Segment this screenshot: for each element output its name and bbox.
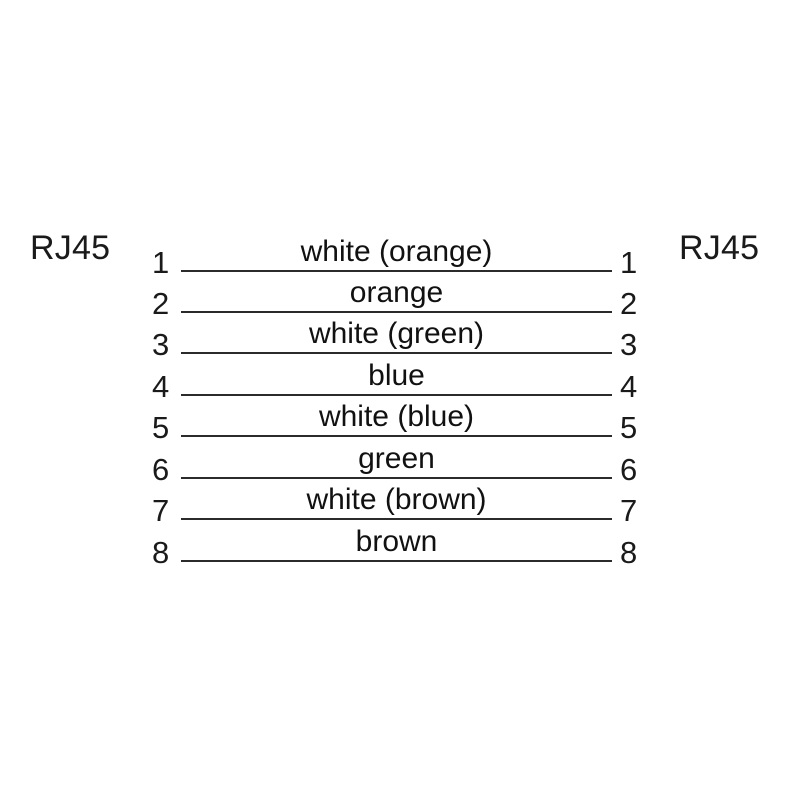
- pin-number-right: 7: [620, 493, 638, 528]
- pin-number-right: 3: [620, 327, 638, 362]
- pin-number-left: 4: [152, 369, 170, 404]
- pin-number-left: 2: [152, 286, 170, 321]
- wire-color-label: white (blue): [318, 400, 475, 433]
- wire-color-label: white (orange): [300, 235, 493, 268]
- wire-color-label: blue: [368, 359, 425, 392]
- connector-label-left: RJ45: [30, 229, 111, 267]
- pin-number-left: 7: [152, 493, 170, 528]
- wire-color-label: orange: [349, 276, 444, 309]
- pin-number-right: 5: [620, 410, 638, 445]
- pin-number-left: 3: [152, 327, 170, 362]
- wire-line: [181, 560, 612, 562]
- wire-line: [181, 518, 612, 520]
- pin-number-right: 4: [620, 369, 638, 404]
- wire-color-label: white (brown): [306, 483, 487, 516]
- pin-number-left: 8: [152, 535, 170, 570]
- wire-line: [181, 394, 612, 396]
- pin-number-right: 2: [620, 286, 638, 321]
- pin-number-right: 1: [620, 245, 638, 280]
- wire-color-label: green: [358, 442, 435, 475]
- pin-number-left: 5: [152, 410, 170, 445]
- connector-label-right: RJ45: [679, 229, 760, 267]
- pin-number-left: 1: [152, 245, 170, 280]
- wire-line: [181, 311, 612, 313]
- wire-color-label: brown: [355, 525, 438, 558]
- wire-line: [181, 477, 612, 479]
- wire-color-label: white (green): [308, 317, 485, 350]
- wire-line: [181, 352, 612, 354]
- pin-number-right: 6: [620, 452, 638, 487]
- wire-line: [181, 270, 612, 272]
- wire-line: [181, 435, 612, 437]
- pin-number-left: 6: [152, 452, 170, 487]
- pin-number-right: 8: [620, 535, 638, 570]
